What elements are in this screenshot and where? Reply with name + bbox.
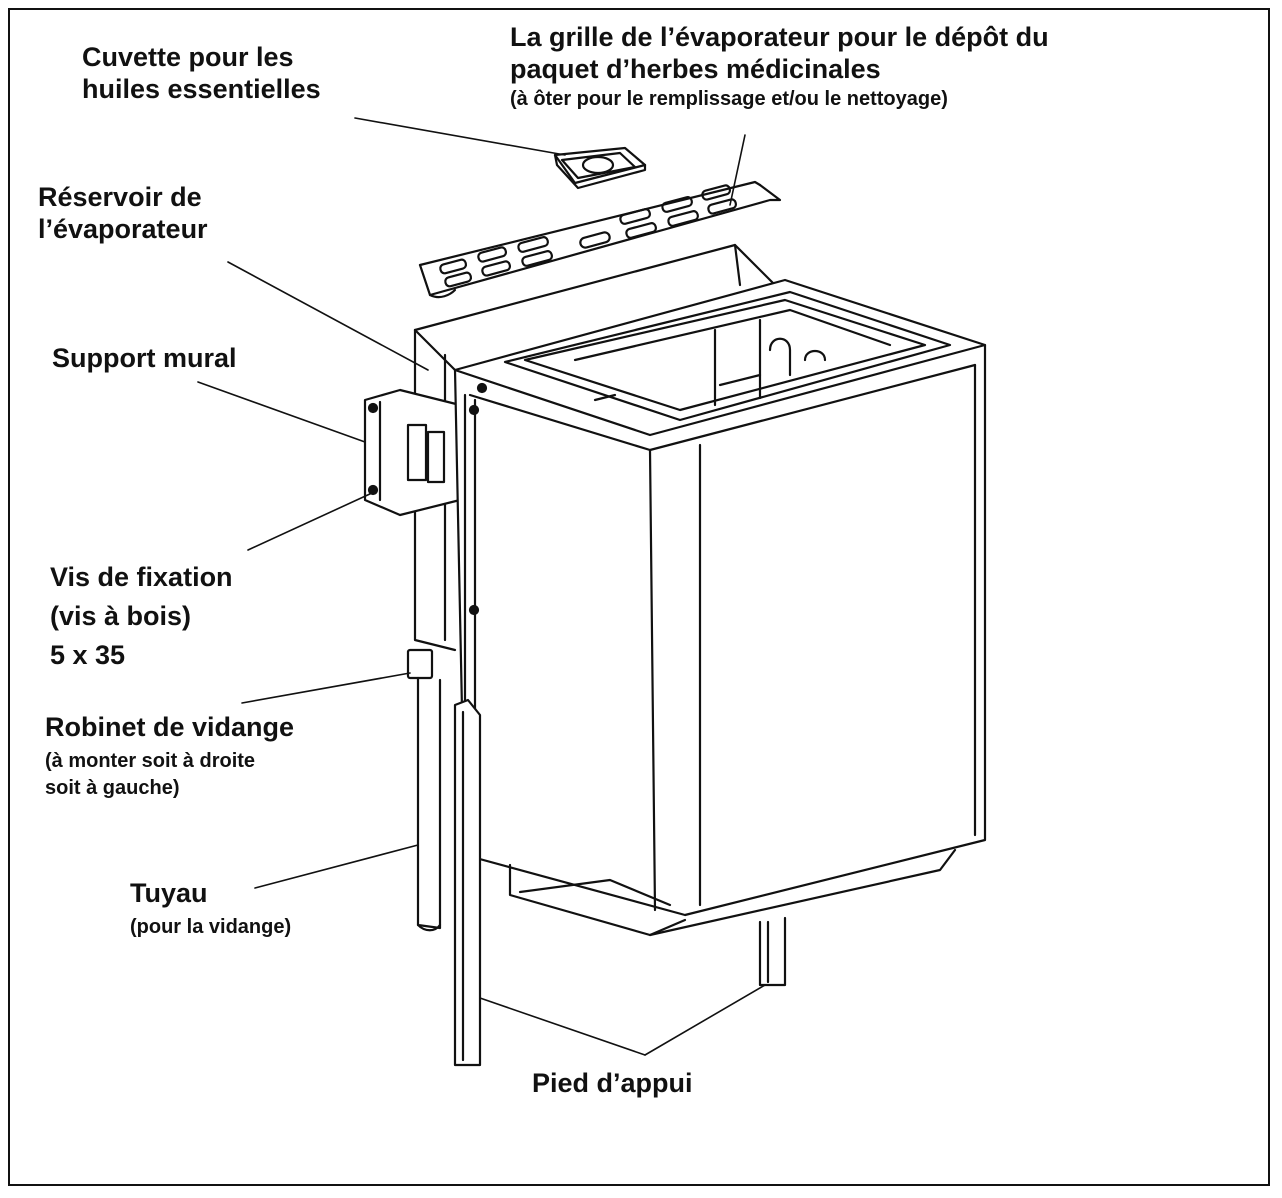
leader-lines — [198, 118, 765, 1055]
label-support-line1: Support mural — [52, 343, 237, 373]
label-cuvette-line2: huiles essentielles — [82, 73, 321, 104]
wall-bracket — [365, 390, 460, 515]
leader-support — [198, 382, 365, 442]
leader-cuvette — [355, 118, 565, 155]
label-cuvette: Cuvette pour les huiles essentielles — [82, 42, 321, 106]
label-vis-line1: Vis de fixation — [50, 562, 233, 592]
leader-reservoir — [228, 262, 428, 370]
label-grille-line1: La grille de l’évaporateur pour le dépôt… — [510, 22, 1049, 52]
label-pied: Pied d’appui — [532, 1068, 693, 1100]
leader-pied-right — [645, 985, 765, 1055]
label-reservoir-line1: Réservoir de — [38, 182, 202, 212]
leader-robinet — [242, 673, 410, 703]
label-reservoir-line2: l’évaporateur — [38, 213, 208, 244]
diagram-frame — [8, 8, 1270, 1186]
heater-bottom — [510, 850, 955, 935]
label-cuvette-line1: Cuvette pour les — [82, 42, 294, 72]
label-robinet-line1: Robinet de vidange — [45, 712, 295, 742]
label-grille-line2: paquet d’herbes médicinales — [510, 53, 881, 84]
label-grille-note: (à ôter pour le remplissage et/ou le net… — [510, 87, 948, 110]
leader-grille — [730, 135, 745, 205]
label-vis-line3: 5 x 35 — [50, 639, 126, 670]
label-tuyau: Tuyau (pour la vidange) — [130, 878, 291, 939]
evaporator-grille — [420, 182, 780, 297]
label-support: Support mural — [52, 343, 237, 375]
label-grille: La grille de l’évaporateur pour le dépôt… — [510, 22, 1049, 111]
label-tuyau-line1: Tuyau — [130, 878, 208, 908]
label-vis: Vis de fixation (vis à bois) 5 x 35 — [50, 562, 233, 672]
leader-pied-left — [480, 998, 645, 1055]
essential-oil-cup — [555, 148, 645, 188]
heater-body — [455, 280, 985, 915]
label-reservoir: Réservoir de l’évaporateur — [38, 182, 208, 246]
label-vis-line2: (vis à bois) — [50, 600, 192, 631]
label-tuyau-note: (pour la vidange) — [130, 915, 292, 938]
label-robinet: Robinet de vidange (à monter soit à droi… — [45, 712, 294, 801]
leader-vis — [248, 493, 372, 550]
label-robinet-note2: soit à gauche) — [45, 777, 180, 800]
label-pied-line1: Pied d’appui — [532, 1068, 693, 1098]
leader-tuyau — [255, 845, 418, 888]
label-robinet-note1: (à monter soit à droite — [45, 749, 256, 772]
drain-tube — [408, 650, 440, 930]
support-feet — [455, 700, 785, 1065]
